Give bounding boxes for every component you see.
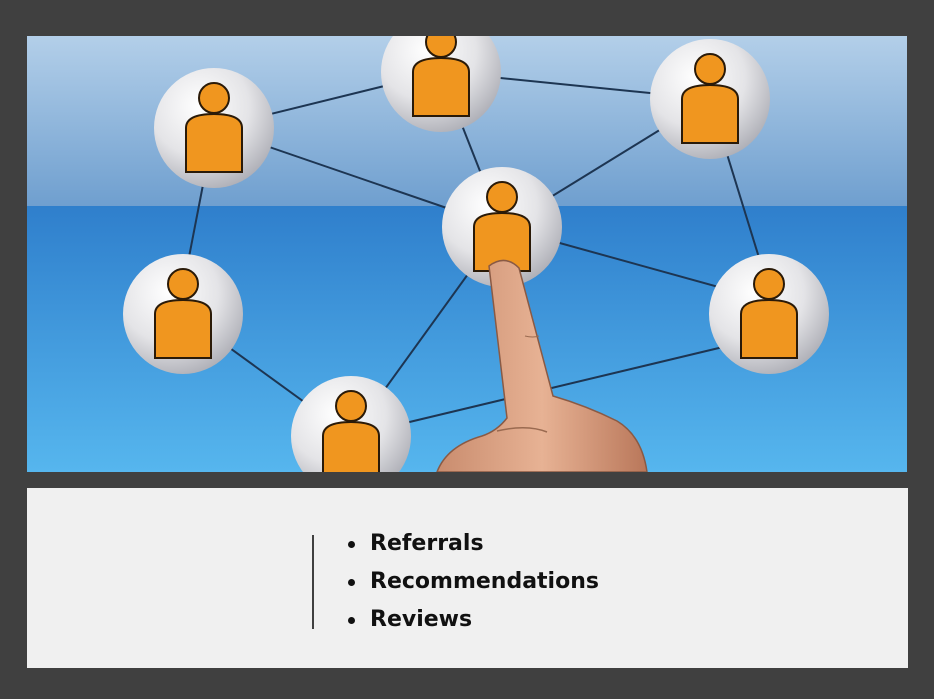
bullet-label: Reviews xyxy=(370,607,473,632)
node-middle-right xyxy=(709,254,829,374)
bullet-item-reviews: Reviews xyxy=(344,601,599,639)
bullet-label: Referrals xyxy=(370,531,484,556)
person-icon xyxy=(322,390,380,472)
person-icon xyxy=(740,268,798,359)
bullet-list: Referrals Recommendations Reviews xyxy=(344,525,599,639)
pointing-hand xyxy=(436,259,648,472)
bullet-dot-icon xyxy=(348,579,355,586)
person-icon xyxy=(473,181,531,272)
vertical-divider xyxy=(312,535,314,629)
network-image xyxy=(27,36,907,472)
bullet-label: Recommendations xyxy=(370,569,599,594)
node-top-right xyxy=(650,39,770,159)
person-icon xyxy=(412,36,470,117)
node-bottom xyxy=(291,376,411,472)
node-middle-left xyxy=(123,254,243,374)
bullet-dot-icon xyxy=(348,617,355,624)
bullet-panel: Referrals Recommendations Reviews xyxy=(27,488,908,668)
node-top-center xyxy=(381,36,501,132)
bullet-item-referrals: Referrals xyxy=(344,525,599,563)
person-icon xyxy=(681,53,739,144)
node-center xyxy=(442,167,562,287)
person-icon xyxy=(154,268,212,359)
node-top-left xyxy=(154,68,274,188)
bullet-dot-icon xyxy=(348,541,355,548)
person-nodes xyxy=(123,36,829,472)
person-icon xyxy=(185,82,243,173)
bullet-item-recommendations: Recommendations xyxy=(344,563,599,601)
